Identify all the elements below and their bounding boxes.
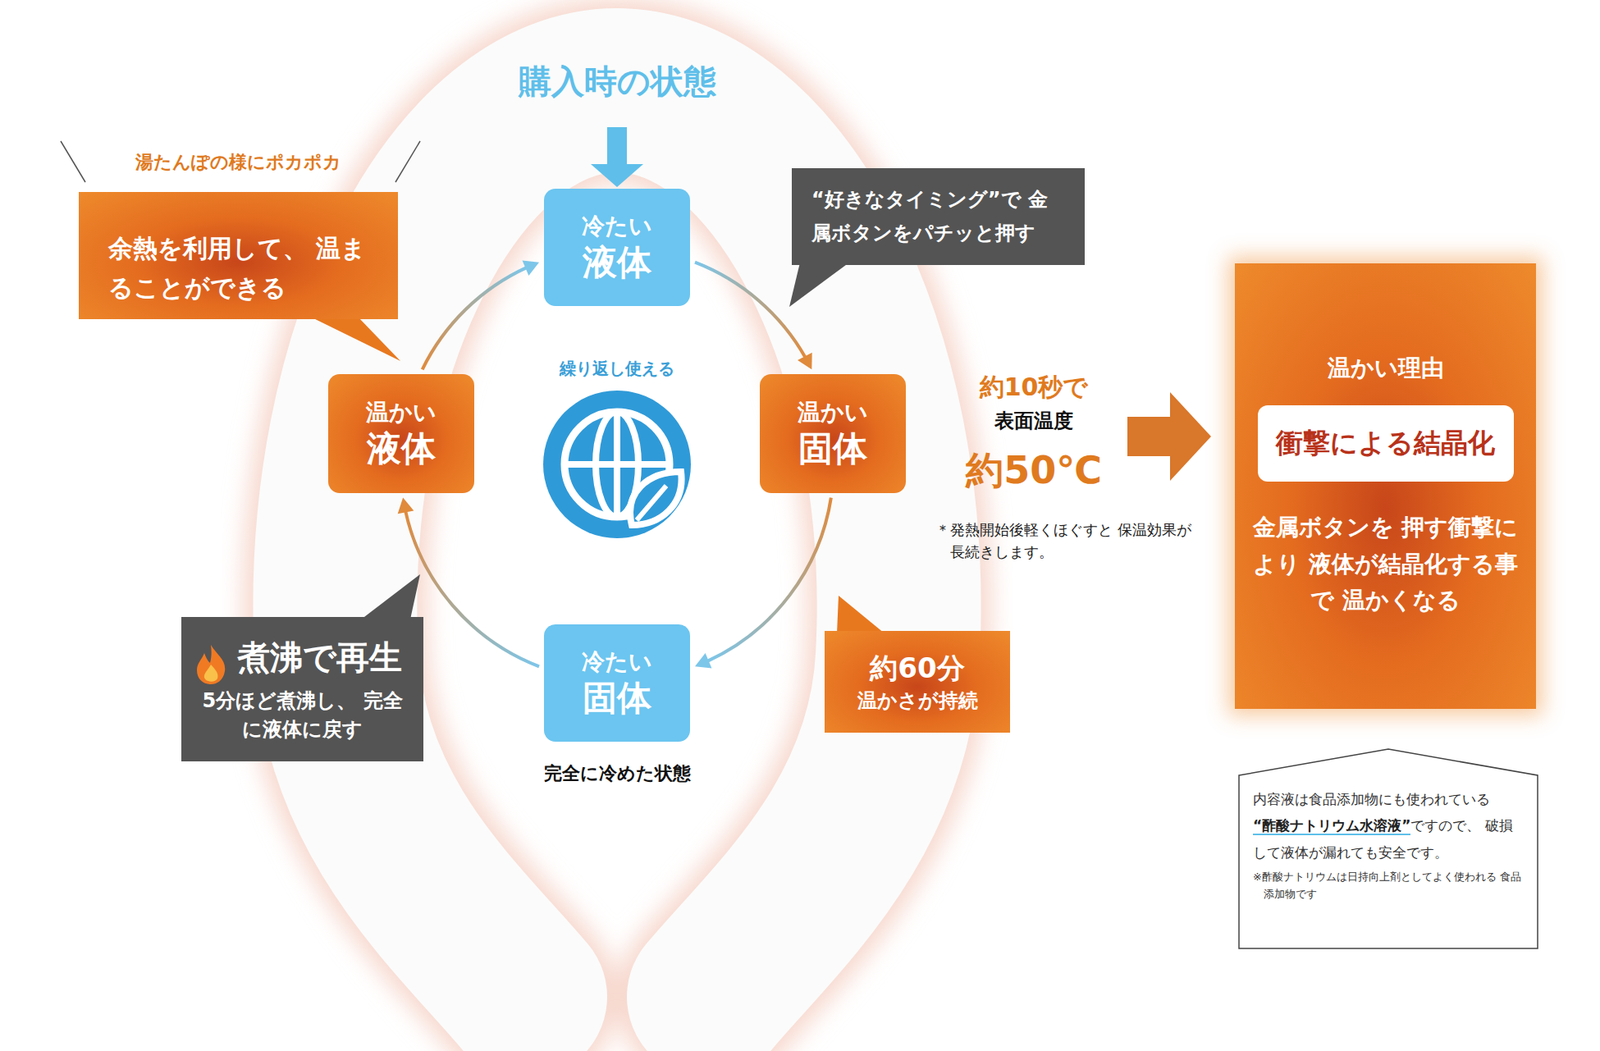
- cycle-label: 繰り返し使える: [534, 357, 700, 380]
- arrow-head: [797, 352, 813, 371]
- node-text: 煮沸で再生: [194, 635, 411, 681]
- cycle-arrow: [422, 260, 540, 371]
- big-arrow-shaft: [1127, 416, 1172, 457]
- node-text: “好きなタイミング”で 金属ボタンをパチッと押す: [811, 182, 1066, 251]
- node-text: 液体: [366, 428, 436, 470]
- title-arrow-shaft: [607, 127, 627, 167]
- node-text: 温かい理由: [1327, 352, 1445, 384]
- title-arrow-head: [590, 164, 644, 188]
- state-box: 温かい固体: [759, 374, 906, 494]
- heading-slash: [395, 141, 421, 183]
- cycle-arrow: [694, 498, 832, 669]
- arc-line: [694, 262, 806, 358]
- callout-tail: [310, 316, 401, 362]
- node-text: 衝撃による結晶化: [1275, 425, 1495, 462]
- node-text: 金属ボタンを 押す衝撃により 液体が結晶化する事で 温かくなる: [1251, 509, 1520, 620]
- node-text: 温かさが持続: [857, 687, 979, 714]
- fire-icon: [193, 643, 229, 686]
- node-text: 温かい: [365, 397, 437, 429]
- node-text: 固体: [582, 677, 652, 719]
- globe-icon: [543, 390, 691, 539]
- state-box: 冷たい固体: [544, 624, 691, 742]
- node-text: 内容液は食品添加物にも使われている: [1252, 786, 1524, 813]
- temp-caption: 表面温度: [943, 407, 1125, 435]
- node-text: 余熱を利用して、 温まることができる: [108, 228, 369, 308]
- heading-slash: [60, 141, 86, 183]
- state-caption: 完全に冷めた状態: [518, 761, 716, 787]
- arc-line: [405, 510, 540, 667]
- node-text: “酢酸ナトリウム水溶液”: [1252, 817, 1411, 836]
- node-text: 約60分: [869, 649, 965, 688]
- cycle-arrow: [694, 262, 813, 371]
- arrow-head: [694, 653, 712, 668]
- node-text: 温かい: [797, 397, 869, 429]
- arrow-head: [522, 260, 540, 276]
- time-label: 約10秒で: [943, 370, 1125, 405]
- speech-callout: 約60分温かさが持続: [824, 630, 1011, 733]
- title: 購入時の状態: [452, 59, 782, 105]
- arc-line: [707, 498, 832, 663]
- speech-callout: 湯たんぽの様にポカポカ余熱を利用して、 温まることができる: [78, 192, 398, 320]
- callout-tail: [361, 574, 421, 620]
- node-text: ※酢酸ナトリウムは日持向上剤としてよく使われる 食品添加物です: [1252, 868, 1524, 904]
- node-text: 液体: [582, 242, 652, 284]
- speech-callout: 煮沸で再生 5分ほど煮沸し、 完全に液体に戻す: [181, 617, 424, 762]
- reason-badge: 衝撃による結晶化: [1257, 405, 1514, 482]
- temp-value: 約50℃: [943, 445, 1125, 497]
- node-text: 湯たんぽの様にポカポカ: [108, 150, 369, 175]
- state-box: 温かい液体: [328, 374, 475, 494]
- callout-tail: [789, 262, 850, 307]
- node-text: 冷たい: [581, 646, 653, 678]
- node-text: 5分ほど煮沸し、 完全に液体に戻す: [194, 686, 411, 745]
- reason-panel: 温かい理由金属ボタンを 押す衝撃により 液体が結晶化する事で 温かくなる 衝撃によ…: [1234, 263, 1536, 709]
- note-label: ＊発熱開始後軽くほぐすと 保温効果が長続きします。: [935, 518, 1197, 563]
- speech-callout: “好きなタイミング”で 金属ボタンをパチッと押す: [791, 168, 1085, 266]
- arc-line: [422, 267, 528, 370]
- note-box: 内容液は食品添加物にも使われている“酢酸ナトリウム水溶液”ですので、 破損して液…: [1238, 748, 1539, 950]
- node-text: 冷たい: [581, 210, 653, 243]
- node-text: 固体: [798, 428, 868, 470]
- arrow-head: [397, 498, 415, 515]
- callout-tail: [836, 595, 885, 634]
- state-box: 冷たい液体: [544, 188, 691, 307]
- big-arrow-head: [1170, 392, 1212, 481]
